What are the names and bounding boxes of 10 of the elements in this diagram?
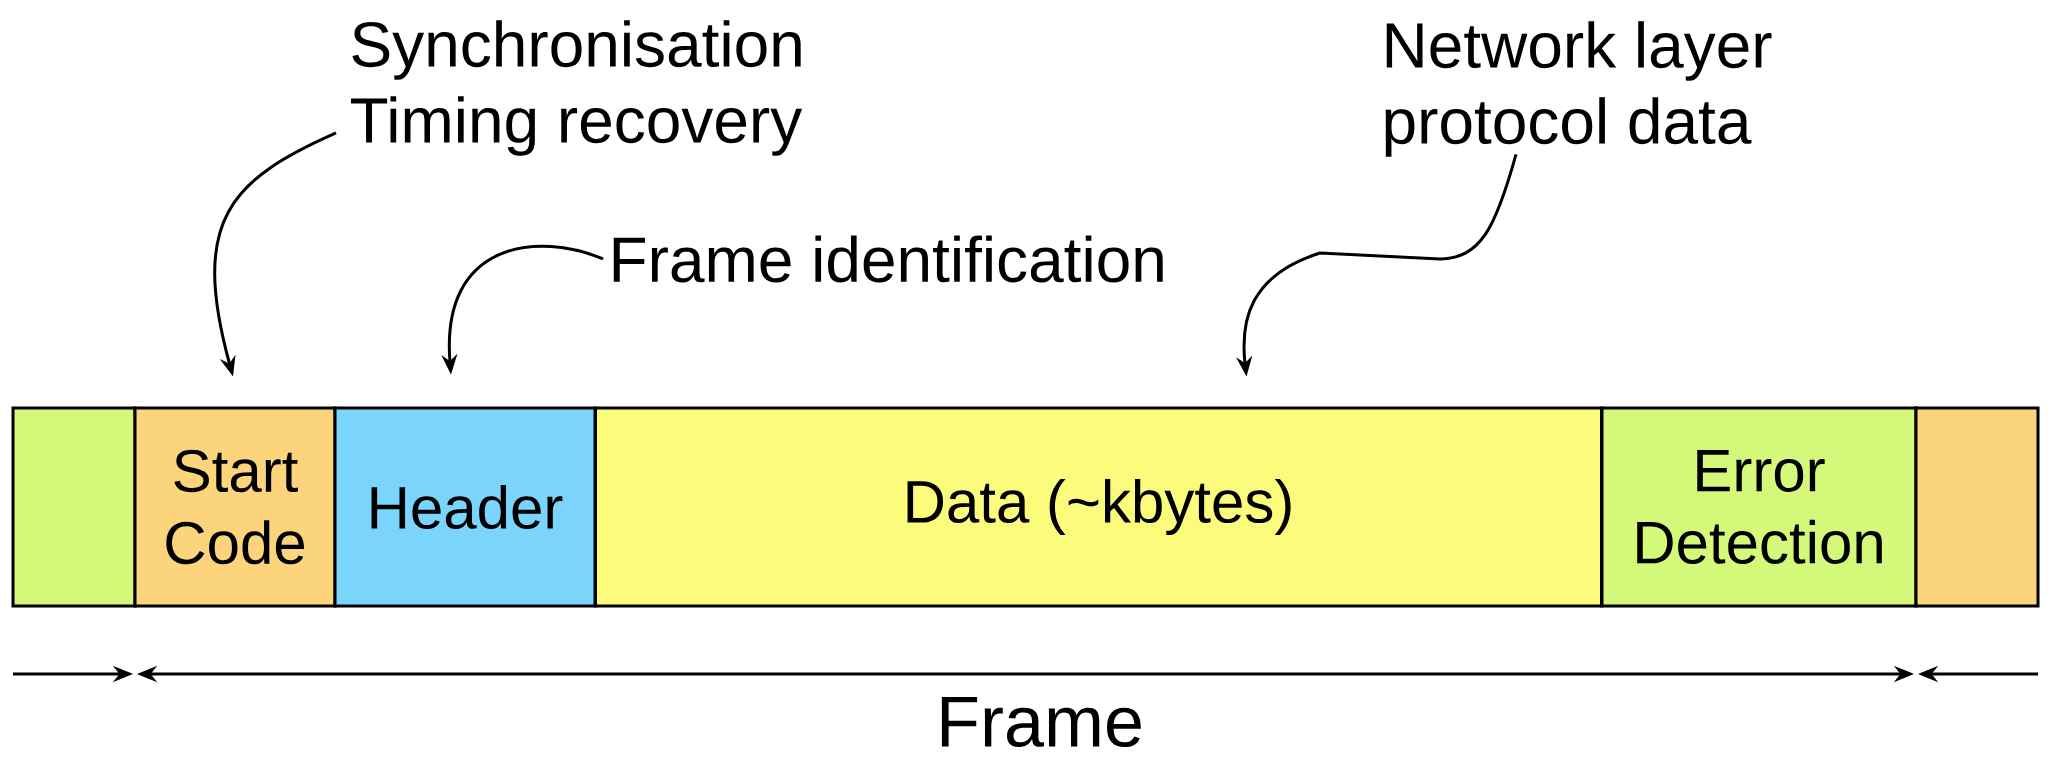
annotation-text: Synchronisation Timing recovery: [350, 20, 803, 156]
frame-field: Error Detection: [1600, 406, 1918, 608]
frame-field: Start Code: [133, 406, 337, 608]
annotation-text: Frame identification: [613, 235, 1163, 283]
annotation-text: Network layer protocol data: [1385, 21, 1772, 157]
frame-field: Data (~kbytes): [594, 406, 1603, 608]
frame-gap-box: [11, 406, 137, 608]
frame-field: Header: [333, 406, 597, 608]
frame-gap-box: [1914, 406, 2040, 608]
dimension-label: Frame: [941, 696, 1141, 748]
